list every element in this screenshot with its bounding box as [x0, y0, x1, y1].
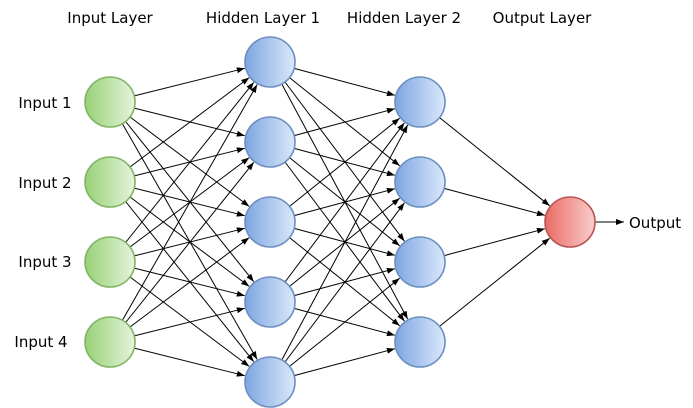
connection-edge: [284, 202, 405, 363]
input-node-4: [84, 316, 136, 368]
connection-edge: [294, 347, 396, 377]
connection-edge: [134, 347, 245, 377]
output-label: Output: [629, 214, 681, 232]
input-label-4: Input 4: [14, 333, 67, 351]
connection-edge: [439, 117, 551, 207]
hidden1-node-4: [244, 276, 296, 328]
input-label-2: Input 2: [18, 174, 71, 192]
hidden2-node-2: [394, 156, 446, 208]
hidden2-node-4: [394, 316, 446, 368]
hidden2-node-1: [394, 76, 446, 128]
input-node-1: [84, 76, 136, 128]
layer-title-hidden1: Hidden Layer 1: [206, 9, 320, 27]
connection-edge: [289, 117, 401, 207]
hidden1-node-3: [244, 196, 296, 248]
hidden1-node-2: [244, 116, 296, 168]
connection-edge: [125, 161, 255, 323]
connection-edge: [294, 107, 396, 137]
connection-edge: [444, 187, 546, 217]
hidden1-node-1: [244, 36, 296, 88]
connection-edge: [444, 227, 546, 257]
connection-edge: [134, 67, 245, 97]
hidden1-node-5: [244, 356, 296, 408]
connection-edge: [129, 237, 250, 328]
layer-title-input: Input Layer: [67, 9, 153, 27]
connection-edge: [439, 237, 551, 327]
hidden2-node-3: [394, 236, 446, 288]
input-node-3: [84, 236, 136, 288]
connection-edge: [129, 77, 250, 168]
layer-title-output: Output Layer: [493, 9, 593, 27]
nodes-group: [84, 36, 596, 408]
connection-edge: [121, 84, 258, 321]
connections-group: [121, 67, 551, 377]
output-node-1: [544, 196, 596, 248]
connection-edge: [294, 67, 396, 97]
connection-edge: [134, 307, 245, 337]
input-label-1: Input 1: [18, 94, 71, 112]
connection-edge: [281, 124, 409, 361]
connection-edge: [125, 81, 255, 243]
connection-edge: [289, 277, 401, 367]
input-label-3: Input 3: [18, 253, 71, 271]
connection-edge: [284, 122, 405, 283]
layer-title-hidden2: Hidden Layer 2: [347, 9, 461, 27]
input-node-2: [84, 156, 136, 208]
